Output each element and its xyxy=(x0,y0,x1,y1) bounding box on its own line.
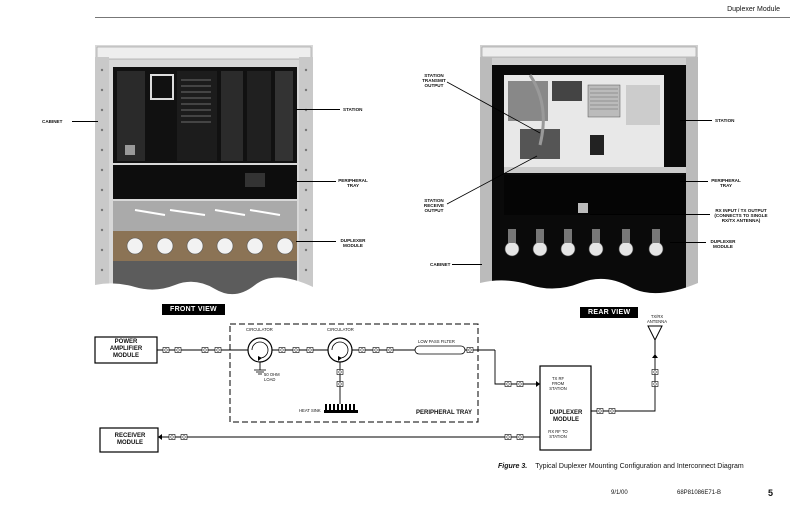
rear-tray-leader xyxy=(680,181,708,182)
circulator-2-symbol xyxy=(327,337,353,363)
front-station-label: STATION xyxy=(343,107,363,112)
tx-rf-from-station-label: TX RF FROM STATION xyxy=(549,376,567,391)
rear-view-photo xyxy=(480,45,698,295)
rear-cabinet-leader xyxy=(452,264,482,265)
rear-rx-tx-output-label: RX INPUT / TX OUTPUT (CONNECTS TO SINGLE… xyxy=(714,208,768,223)
front-view-label: FRONT VIEW xyxy=(162,304,225,315)
receiver-box xyxy=(99,427,159,453)
front-tray-leader xyxy=(296,181,336,182)
duplexer-module-label: DUPLEXER MODULE xyxy=(549,410,583,423)
rear-cabinet-label: CABINET xyxy=(430,262,451,267)
rear-rxtx-leader xyxy=(590,214,710,215)
rear-duplexer-label: DUPLEXER MODULE xyxy=(710,239,736,249)
antenna-label: TX/RX ANTENNA xyxy=(646,314,667,324)
figure-caption-text: Typical Duplexer Mounting Configuration … xyxy=(535,463,744,470)
figure-caption: Figure 3. Typical Duplexer Mounting Confi… xyxy=(498,463,744,470)
duplexer-module-box xyxy=(539,365,592,451)
peripheral-tray-box xyxy=(229,323,479,423)
figure-number: Figure 3. xyxy=(498,463,528,470)
rear-peripheral-tray-label: PERIPHERAL TRAY xyxy=(711,178,741,188)
rear-station-transmit-output-label: STATION TRANSMIT OUTPUT xyxy=(422,73,446,88)
receiver-label: RECEIVER MODULE xyxy=(114,433,146,446)
front-cabinet-label: CABINET xyxy=(42,119,63,124)
page-number: 5 xyxy=(768,488,774,498)
antenna-symbol xyxy=(647,325,663,354)
front-station-leader xyxy=(296,109,340,110)
header-title: Duplexer Module xyxy=(727,6,780,13)
rear-station-receive-output-label: STATION RECEIVE OUTPUT xyxy=(423,198,445,213)
circulator-1-label: CIRCULATOR xyxy=(246,327,273,332)
footer-date: 9/1/00 xyxy=(611,490,628,496)
low-pass-filter-label: LOW PASS FILTER xyxy=(418,339,455,344)
front-duplexer-leader xyxy=(296,241,336,242)
front-view-photo xyxy=(95,45,313,295)
rx-rf-to-station-label: RX RF TO STATION xyxy=(548,429,568,439)
header-rule xyxy=(95,17,790,18)
circulator-2-label: CIRCULATOR xyxy=(327,327,354,332)
heat-sink-label: HEAT SINK xyxy=(299,408,321,413)
rear-duplexer-leader xyxy=(670,242,706,243)
load-label: 50 OHM LOAD xyxy=(264,372,280,382)
load-ground-symbol xyxy=(254,369,266,375)
rear-receive-leader xyxy=(446,155,538,205)
front-cabinet-leader xyxy=(72,121,98,122)
power-amplifier-label: POWER AMPLIFIER MODULE xyxy=(109,339,143,359)
rear-station-label: STATION xyxy=(715,118,735,123)
rear-station-leader xyxy=(680,120,712,121)
heat-sink-symbol xyxy=(324,404,358,413)
power-amplifier-box xyxy=(94,336,158,364)
peripheral-tray-label: PERIPHERAL TRAY xyxy=(416,410,473,416)
rear-view-label: REAR VIEW xyxy=(580,307,639,318)
footer-doc-number: 68P81086E71-B xyxy=(677,490,722,496)
low-pass-filter-symbol xyxy=(414,345,466,355)
circulator-1-symbol xyxy=(247,337,273,363)
front-peripheral-tray-label: PERIPHERAL TRAY xyxy=(338,178,368,188)
front-duplexer-label: DUPLEXER MODULE xyxy=(340,238,366,248)
rear-transmit-leader xyxy=(446,81,541,134)
